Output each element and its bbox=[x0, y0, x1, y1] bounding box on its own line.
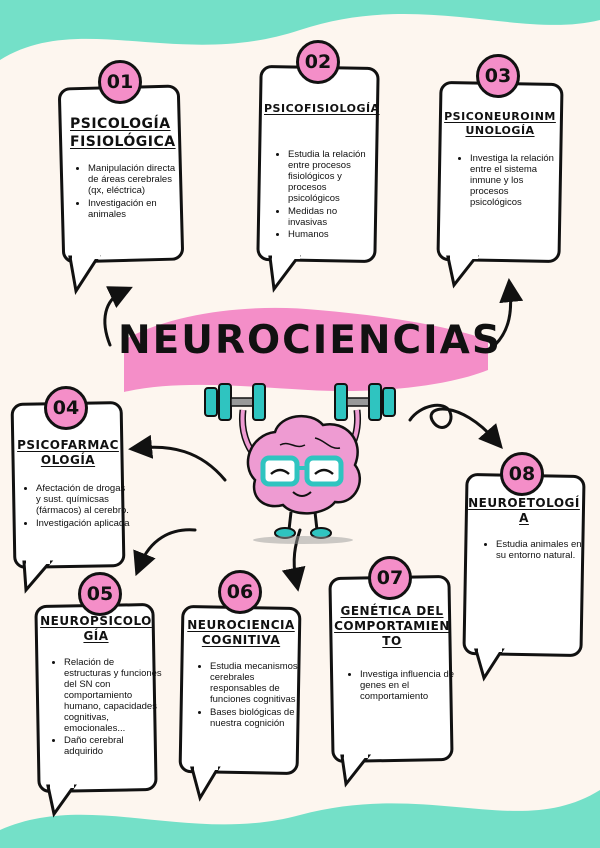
arrow-to-01 bbox=[103, 286, 133, 347]
arrow-to-03 bbox=[493, 278, 524, 347]
list-item: Estudia animales en su entorno natural. bbox=[496, 539, 588, 562]
branch-list-03: Investiga la relación entre el sistema i… bbox=[456, 153, 562, 211]
branch-number-07: 07 bbox=[368, 556, 412, 600]
branch-title-05: NEUROPSICOLOGÍA bbox=[40, 614, 152, 643]
list-item: Relación de estructuras y funciones del … bbox=[64, 657, 162, 734]
arrow-to-08 bbox=[408, 403, 503, 450]
list-item: Daño cerebral adquirido bbox=[64, 736, 162, 758]
card-tail-05 bbox=[46, 784, 77, 818]
card-tail-04 bbox=[22, 560, 54, 594]
list-item: Afectación de drogas y sust. químicsas (… bbox=[36, 483, 132, 517]
branch-title-02: PSICOFISIOLOGÍA bbox=[264, 102, 380, 115]
brain-mascot-icon bbox=[204, 383, 396, 544]
branch-title-08: NEUROETOLOGÍA bbox=[468, 496, 580, 525]
branch-list-04: Afectación de drogas y sust. químicsas (… bbox=[22, 483, 132, 532]
branch-list-06: Estudia mecanismos cerebrales responsabl… bbox=[196, 661, 306, 732]
card-tail-06 bbox=[190, 766, 221, 802]
list-item: Manipulación directa de áreas cerebrales… bbox=[88, 163, 184, 197]
branch-number-08: 08 bbox=[500, 452, 544, 496]
list-item: Investigación en animales bbox=[88, 198, 184, 221]
list-item: Bases biológicas de nuestra cognición bbox=[210, 707, 306, 730]
branch-title-07: GENÉTICA DEL COMPORTAMIENTO bbox=[334, 604, 450, 648]
branch-number-05: 05 bbox=[78, 572, 122, 616]
list-item: Humanos bbox=[288, 230, 378, 241]
branch-number-03: 03 bbox=[476, 54, 520, 98]
arrow-to-05 bbox=[133, 528, 197, 577]
branch-list-05: Relación de estructuras y funciones del … bbox=[50, 657, 162, 760]
arrow-to-04 bbox=[128, 434, 227, 482]
branch-list-01: Manipulación directa de áreas cerebrales… bbox=[74, 163, 184, 223]
list-item: Investiga la relación entre el sistema i… bbox=[470, 153, 562, 209]
branch-number-04: 04 bbox=[44, 386, 88, 430]
branch-number-01: 01 bbox=[98, 60, 142, 104]
branch-list-02: Estudia la relación entre procesos fisio… bbox=[274, 149, 378, 243]
branch-list-08: Estudia animales en su entorno natural. bbox=[482, 539, 588, 564]
central-title: NEUROCIENCIAS bbox=[118, 318, 502, 363]
left-dumbbell-icon bbox=[204, 383, 266, 421]
branch-number-02: 02 bbox=[296, 40, 340, 84]
list-item: Estudia la relación entre procesos fisio… bbox=[288, 149, 378, 205]
list-item: Investigación aplicada bbox=[36, 518, 132, 530]
central-banner bbox=[124, 307, 488, 392]
branch-title-01: PSICOLOGÍA FISIOLÓGICA bbox=[70, 116, 176, 150]
card-tail-08 bbox=[474, 648, 505, 682]
branch-number-06: 06 bbox=[218, 570, 262, 614]
card-tail-01 bbox=[68, 255, 101, 295]
list-item: Investiga influencia de genes en el comp… bbox=[360, 669, 458, 703]
right-dumbbell-icon bbox=[334, 383, 396, 421]
card-tail-02 bbox=[268, 255, 301, 293]
branch-list-07: Investiga influencia de genes en el comp… bbox=[346, 669, 458, 705]
list-item: Estudia mecanismos cerebrales responsabl… bbox=[210, 661, 306, 706]
branch-title-04: PSICOFARMACOLOGÍA bbox=[17, 438, 119, 467]
card-tail-07 bbox=[340, 754, 372, 788]
list-item: Medidas no invasivas bbox=[288, 206, 378, 229]
branch-title-03: PSICONEUROINMUNOLOGÍA bbox=[444, 110, 556, 137]
arrow-to-06 bbox=[281, 528, 306, 592]
branch-title-06: NEUROCIENCIA COGNITIVA bbox=[187, 618, 295, 647]
card-tail-03 bbox=[446, 255, 480, 289]
